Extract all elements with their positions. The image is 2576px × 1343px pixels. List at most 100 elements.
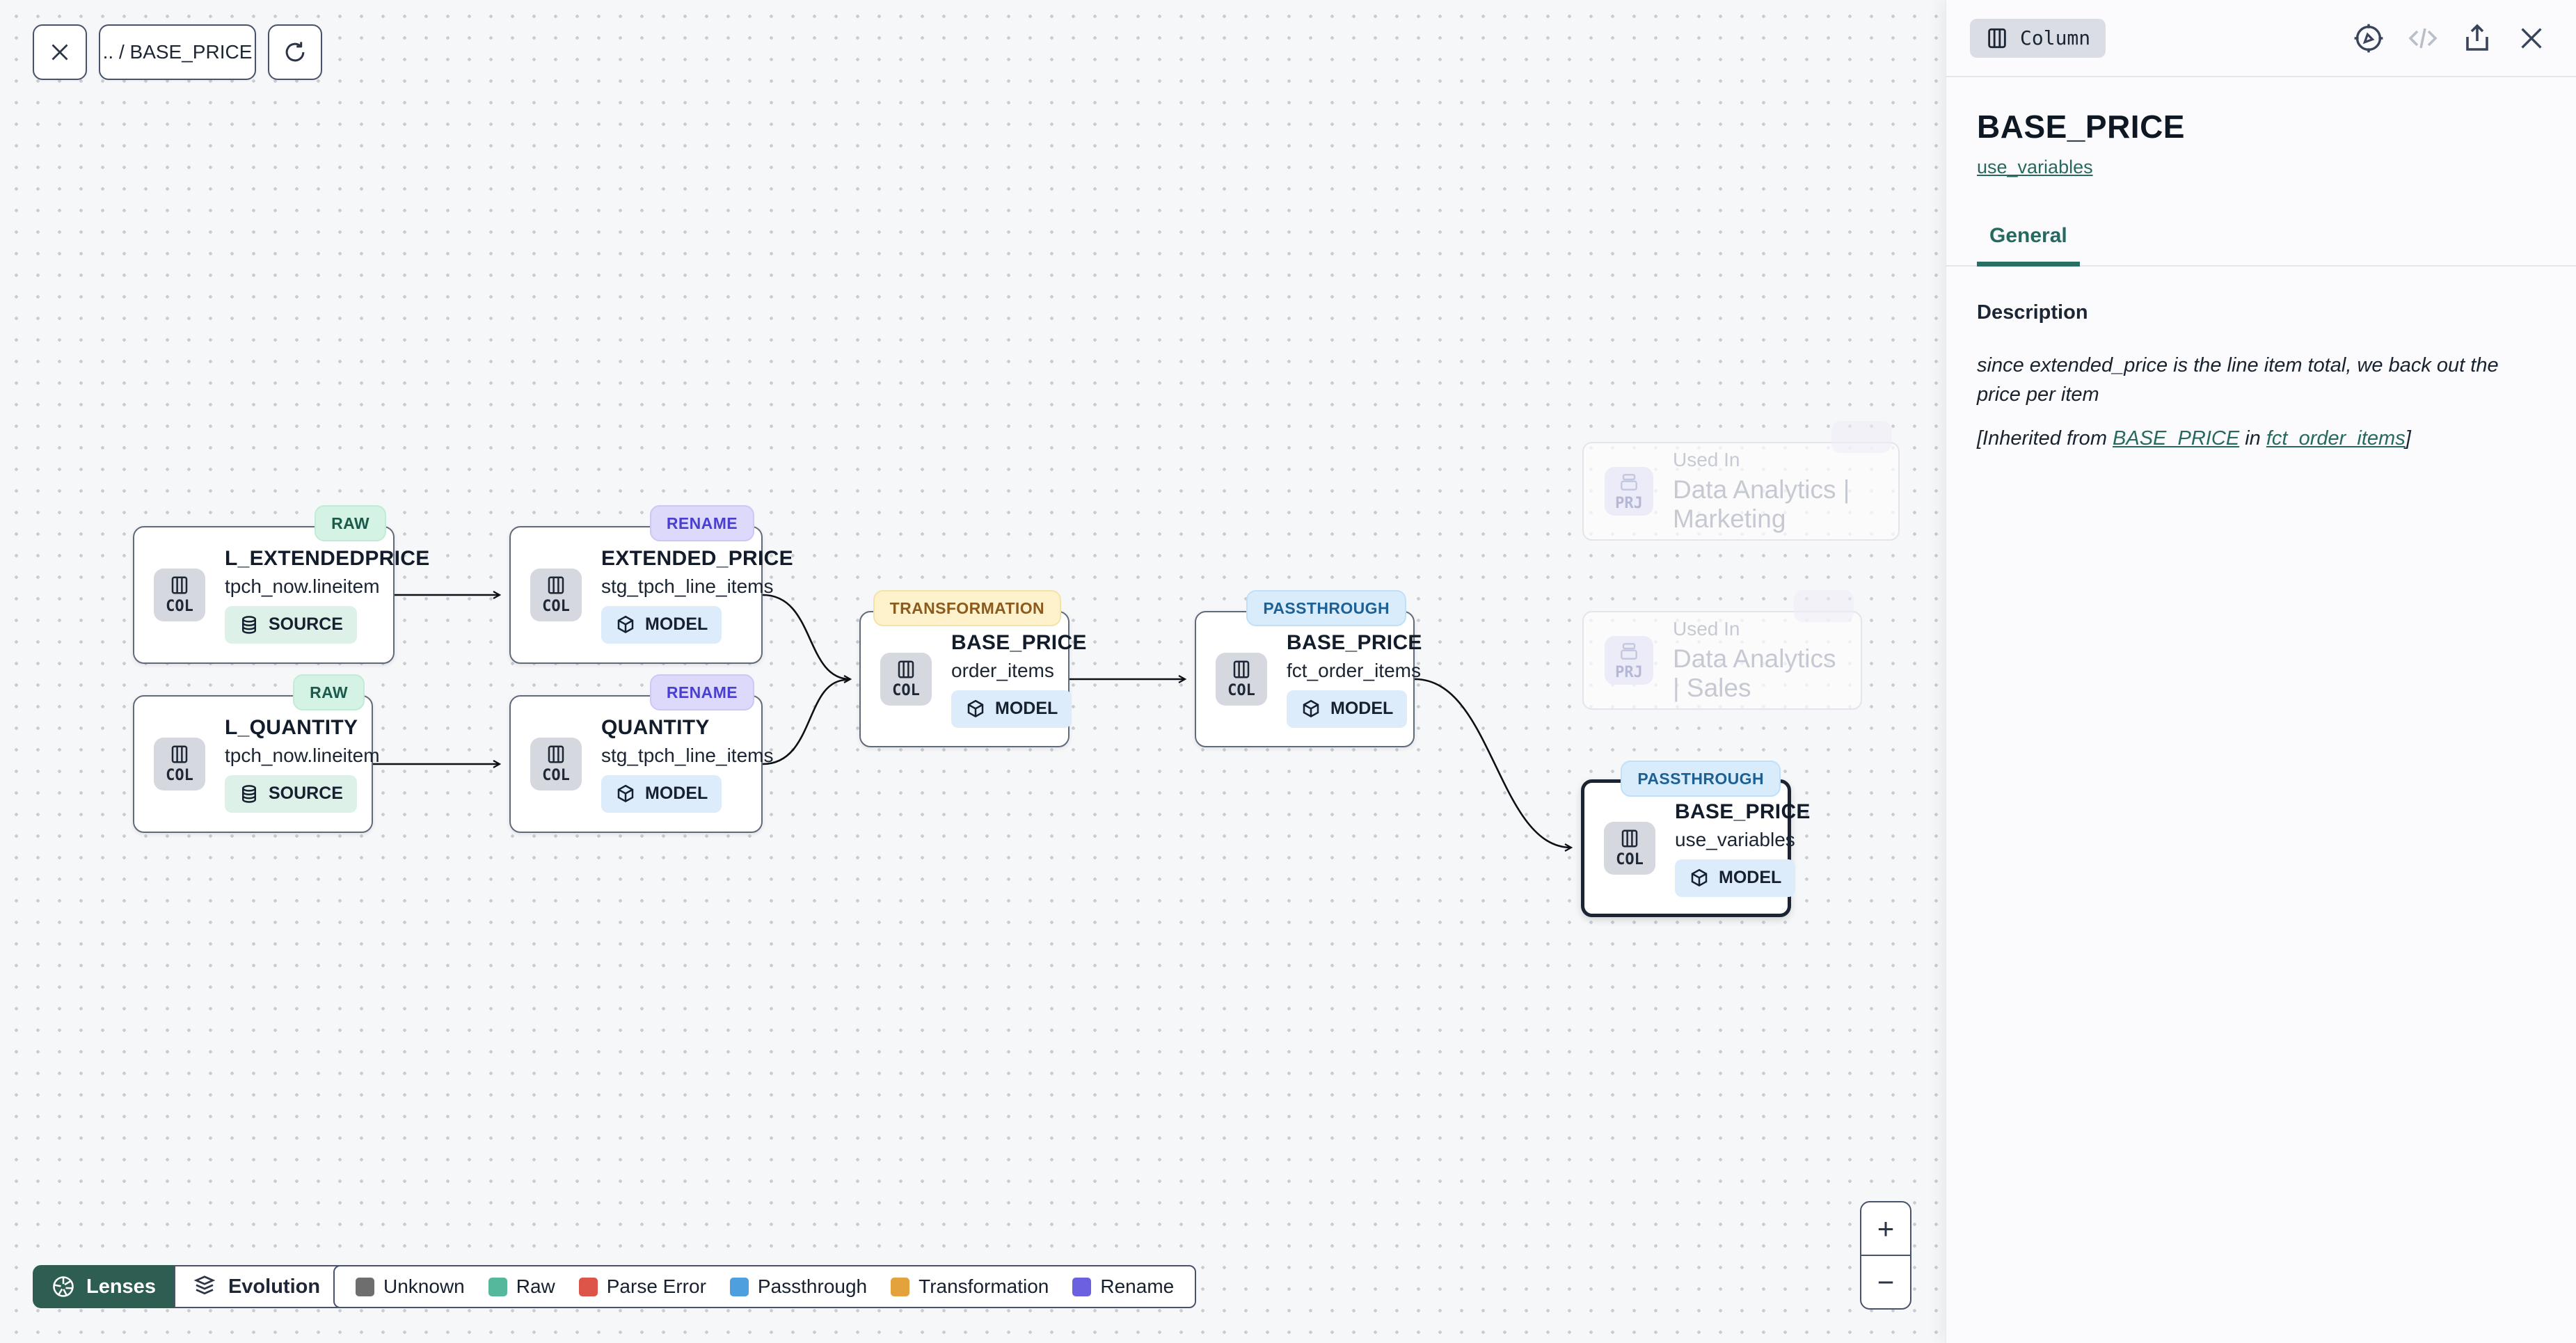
- column-type-chip: COL: [154, 569, 205, 621]
- explore-lineage-button[interactable]: [2352, 22, 2385, 55]
- node-quantity[interactable]: RENAME COL QUANTITY stg_tpch_line_items …: [509, 674, 773, 833]
- cube-icon: [617, 784, 634, 802]
- source-chip-label: SOURCE: [269, 614, 343, 634]
- zoom-in-button[interactable]: +: [1877, 1211, 1895, 1245]
- inherited-column-link[interactable]: BASE_PRICE: [2113, 427, 2240, 450]
- inherited-model-link[interactable]: fct_order_items: [2266, 427, 2406, 450]
- column-type-label: COL: [1227, 682, 1255, 699]
- column-type-label: COL: [892, 682, 920, 699]
- share-button[interactable]: [2460, 22, 2494, 55]
- legend-label: Passthrough: [757, 1276, 868, 1297]
- aperture-icon: [53, 1276, 74, 1297]
- model-chip-label: MODEL: [645, 784, 708, 803]
- model-chip-label: MODEL: [645, 614, 708, 634]
- refresh-button[interactable]: [268, 24, 322, 80]
- lens-selected-label: Evolution: [228, 1275, 321, 1298]
- column-type-label: COL: [166, 767, 193, 784]
- column-type-label: COL: [1616, 851, 1644, 868]
- model-chip: MODEL: [951, 690, 1072, 728]
- column-type-chip: COL: [530, 569, 582, 621]
- columns-icon: [898, 660, 914, 678]
- model-chip: MODEL: [601, 774, 722, 813]
- source-chip: SOURCE: [225, 774, 357, 813]
- column-type-chip: COL: [530, 738, 582, 790]
- legend-item: Passthrough: [729, 1276, 868, 1298]
- node-base-price-fct-order-items[interactable]: PASSTHROUGH COL BASE_PRICE fct_order_ite…: [1195, 590, 1422, 747]
- legend-item: Transformation: [891, 1276, 1049, 1298]
- legend-label: Raw: [516, 1276, 555, 1297]
- used-in-label: Used In: [1673, 618, 1740, 639]
- close-panel-button[interactable]: [2515, 22, 2548, 55]
- evolution-legend: Unknown Raw Parse Error Passthrough Tran…: [333, 1265, 1197, 1308]
- inherited-prefix: [Inherited from: [1977, 427, 2113, 450]
- cube-icon: [1691, 868, 1708, 887]
- node-title: EXTENDED_PRICE: [601, 546, 793, 570]
- evolution-badge: RAW: [315, 505, 386, 541]
- ghost-badge: [1831, 421, 1891, 453]
- compass-icon: [2354, 24, 2383, 52]
- node-l-quantity[interactable]: RAW COL L_QUANTITY tpch_now.lineitem SOU…: [133, 674, 380, 833]
- legend-swatch-parse-error: [578, 1277, 598, 1296]
- model-chip-label: MODEL: [995, 699, 1058, 718]
- evolution-badge: PASSTHROUGH: [1621, 761, 1781, 797]
- column-type-chip: COL: [880, 653, 932, 706]
- project-icon: [1621, 473, 1637, 491]
- close-lineage-button[interactable]: [33, 24, 87, 80]
- node-base-price-order-items[interactable]: TRANSFORMATION COL BASE_PRICE order_item…: [859, 590, 1086, 747]
- node-base-price-use-variables[interactable]: PASSTHROUGH COL BASE_PRICE use_variables…: [1581, 761, 1810, 917]
- tab-general[interactable]: General: [1977, 224, 2080, 267]
- used-in-title: Data Analytics | Marketing: [1673, 475, 1850, 533]
- node-title: BASE_PRICE: [1287, 630, 1422, 654]
- refresh-icon: [285, 42, 305, 62]
- node-title: L_QUANTITY: [225, 715, 358, 739]
- project-chip-label: PRJ: [1615, 663, 1643, 681]
- close-icon: [51, 44, 68, 61]
- node-title: BASE_PRICE: [1675, 800, 1811, 823]
- project-icon: [1621, 642, 1637, 660]
- ghost-node-marketing: PRJ Used In Data Analytics | Marketing: [1582, 421, 1900, 541]
- column-type-chip: COL: [1216, 653, 1267, 706]
- columns-icon: [171, 576, 188, 594]
- cube-icon: [967, 699, 984, 717]
- zoom-out-button[interactable]: −: [1861, 1255, 1910, 1308]
- legend-item: Raw: [488, 1276, 555, 1298]
- layers-icon: [193, 1276, 216, 1295]
- cube-icon: [1303, 699, 1319, 717]
- column-type-chip: COL: [154, 738, 205, 790]
- column-type-label: COL: [166, 598, 193, 615]
- share-icon: [2466, 23, 2488, 51]
- legend-label: Rename: [1100, 1276, 1175, 1297]
- entity-type-chip: Column: [1970, 18, 2106, 58]
- legend-label: Parse Error: [606, 1276, 706, 1297]
- model-link[interactable]: use_variables: [1977, 157, 2093, 177]
- zoom-controls: + −: [1860, 1201, 1911, 1310]
- node-subtitle: stg_tpch_line_items: [601, 744, 774, 766]
- evolution-badge: PASSTHROUGH: [1246, 590, 1406, 626]
- close-icon: [2521, 27, 2542, 49]
- legend-item: Rename: [1072, 1276, 1174, 1298]
- legend-swatch-rename: [1072, 1277, 1092, 1296]
- node-l-extendedprice[interactable]: RAW COL L_EXTENDEDPRICE tpch_now.lineite…: [133, 505, 429, 664]
- column-type-label: COL: [542, 767, 570, 784]
- panel-tabs: General: [1946, 224, 2576, 267]
- node-subtitle: tpch_now.lineitem: [225, 575, 380, 597]
- project-chip-label: PRJ: [1615, 494, 1643, 512]
- inherited-suffix: ]: [2405, 427, 2411, 450]
- model-chip-label: MODEL: [1330, 699, 1394, 718]
- lenses-control: Lenses Evolution: [33, 1265, 369, 1308]
- lenses-button[interactable]: Lenses: [33, 1265, 174, 1308]
- inherited-note: [Inherited from BASE_PRICE in fct_order_…: [1977, 427, 2545, 450]
- view-code-button[interactable]: [2406, 22, 2440, 55]
- node-extended-price[interactable]: RENAME COL EXTENDED_PRICE stg_tpch_line_…: [509, 505, 793, 664]
- database-icon: [242, 615, 256, 634]
- description-label: Description: [1977, 301, 2088, 324]
- node-title: L_EXTENDEDPRICE: [225, 546, 430, 570]
- breadcrumb-button[interactable]: .. / BASE_PRICE: [99, 24, 256, 80]
- columns-icon: [1988, 28, 2006, 48]
- columns-icon: [548, 745, 564, 763]
- entity-type-label: Column: [2020, 26, 2091, 49]
- model-chip-label: MODEL: [1719, 868, 1782, 887]
- columns-icon: [1233, 660, 1250, 678]
- evolution-badge: RAW: [293, 674, 365, 710]
